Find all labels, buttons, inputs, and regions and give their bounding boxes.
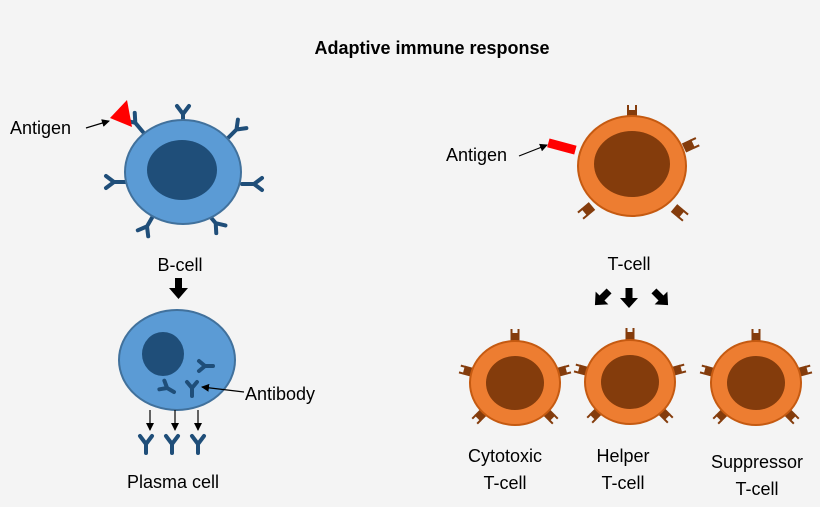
- plasma-antibodies-internal: [157, 359, 215, 398]
- t-receptor: [751, 329, 761, 341]
- t-receptor: [625, 328, 635, 340]
- suppressor-label-line1: Suppressor: [711, 452, 803, 472]
- t-receptor: [543, 409, 559, 425]
- b-receptor: [226, 117, 249, 140]
- helper-label-line1: Helper: [596, 446, 649, 466]
- plasma-cell: [118, 309, 236, 411]
- b-antigen-pointer: [85, 119, 110, 129]
- antibody-pointer: [201, 383, 245, 393]
- plasma-cell-nucleus: [142, 332, 184, 376]
- t-cell: [547, 105, 700, 222]
- antibody-icon: [157, 378, 176, 394]
- b-receptor: [104, 174, 128, 190]
- t-cell-nucleus: [594, 131, 670, 197]
- diagram-title: Adaptive immune response: [314, 38, 549, 58]
- cytotoxic-label-line2: T-cell: [483, 473, 526, 493]
- suppressor-t-cell: [699, 329, 813, 426]
- t-receptor: [471, 409, 487, 425]
- antibody-icon: [197, 359, 215, 373]
- cytotoxic-t-cell: [458, 329, 572, 426]
- t-cell-nucleus: [601, 355, 659, 409]
- t-subtype-cells: [458, 328, 813, 426]
- suppressor-label-line2: T-cell: [735, 479, 778, 499]
- b-receptor: [135, 214, 155, 239]
- antibody-icon: [185, 380, 199, 398]
- antibody-icon: [164, 434, 180, 455]
- t-cell-nucleus: [486, 356, 544, 410]
- plasma-cell-label: Plasma cell: [127, 472, 219, 492]
- t-arrow-left: [594, 288, 612, 306]
- helper-label-line2: T-cell: [601, 473, 644, 493]
- t-cell-label: T-cell: [607, 254, 650, 274]
- t-receptor: [510, 329, 520, 341]
- antibody-icon: [138, 434, 154, 455]
- t-antigen-shape: [547, 138, 577, 155]
- b-cell-receptors: [104, 104, 264, 239]
- t-receptor: [586, 408, 602, 424]
- b-receptor: [240, 176, 264, 192]
- secretion-arrows: [146, 410, 202, 431]
- b-cell-label: B-cell: [157, 255, 202, 275]
- t-receptor: [577, 202, 596, 220]
- t-arrow-center: [620, 288, 638, 308]
- t-receptor: [681, 137, 700, 153]
- t-antigen-rect: [547, 138, 577, 155]
- cytotoxic-label-line1: Cytotoxic: [468, 446, 542, 466]
- b-antigen-shape: [110, 100, 132, 127]
- antibody-label: Antibody: [245, 384, 315, 404]
- helper-t-cell: [573, 328, 687, 425]
- b-to-plasma-arrow: [169, 278, 188, 299]
- t-antigen-label: Antigen: [446, 145, 507, 165]
- antibody-icon: [190, 434, 206, 455]
- b-antigen-label: Antigen: [10, 118, 71, 138]
- t-receptor: [658, 408, 674, 424]
- t-receptor: [712, 409, 728, 425]
- t-split-arrows: [594, 288, 669, 308]
- t-cell-nucleus: [727, 356, 785, 410]
- t-antigen-pointer: [518, 143, 548, 157]
- t-receptor: [784, 409, 800, 425]
- b-cell-nucleus: [147, 140, 217, 200]
- t-receptor: [670, 204, 689, 222]
- t-arrow-right: [651, 288, 669, 306]
- b-cell: [104, 100, 264, 239]
- free-antibodies: [138, 434, 206, 455]
